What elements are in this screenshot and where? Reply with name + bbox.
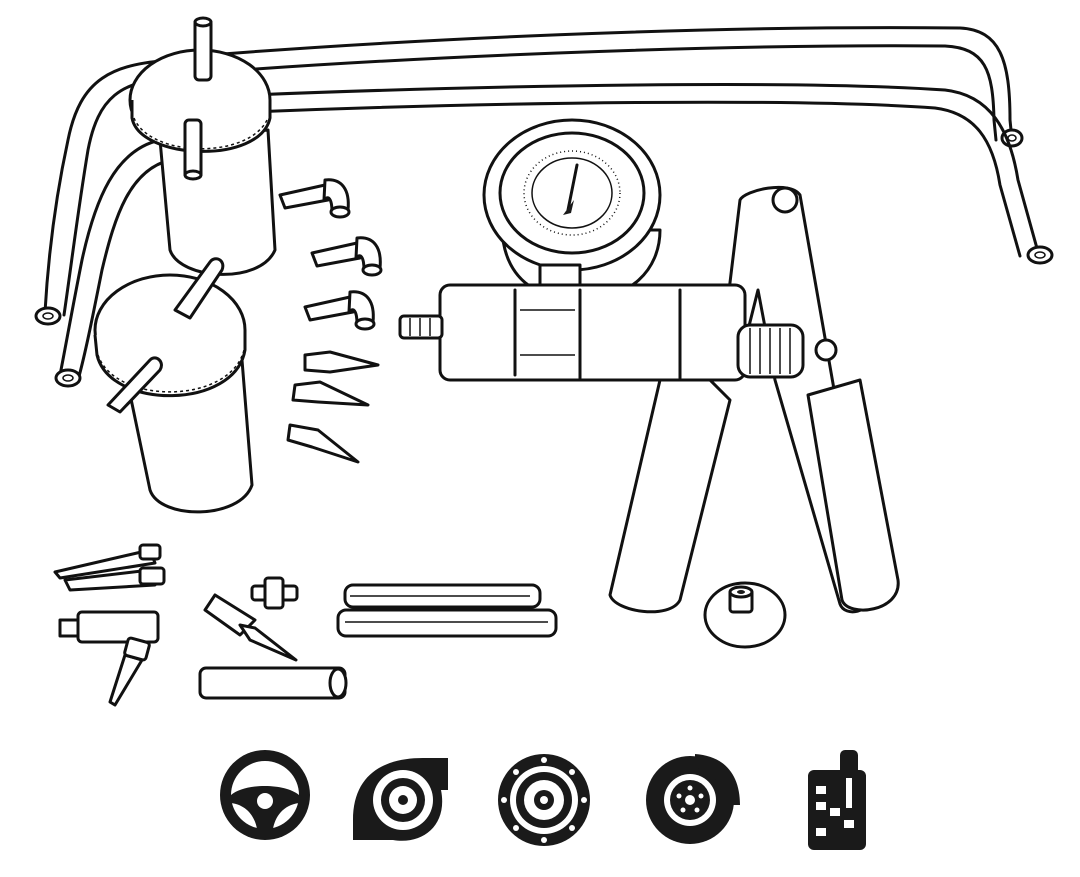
turbocharger-icon (353, 758, 448, 841)
suction-cup (703, 581, 787, 649)
lower-fluid-reservoir (93, 257, 254, 514)
clutch-disc-icon (498, 754, 590, 846)
brake-disc-icon (646, 754, 740, 844)
bottom-adapters (53, 543, 348, 707)
vacuum-pump (398, 118, 900, 614)
steering-wheel-icon (220, 750, 310, 840)
gear-shifter-icon (808, 750, 866, 850)
elbow-adapters (278, 178, 383, 331)
application-icons (220, 750, 866, 850)
vacuum-gauge (482, 118, 662, 302)
tapered-adapters (286, 350, 380, 464)
short-hoses (336, 583, 558, 638)
upper-fluid-reservoir (128, 16, 277, 276)
